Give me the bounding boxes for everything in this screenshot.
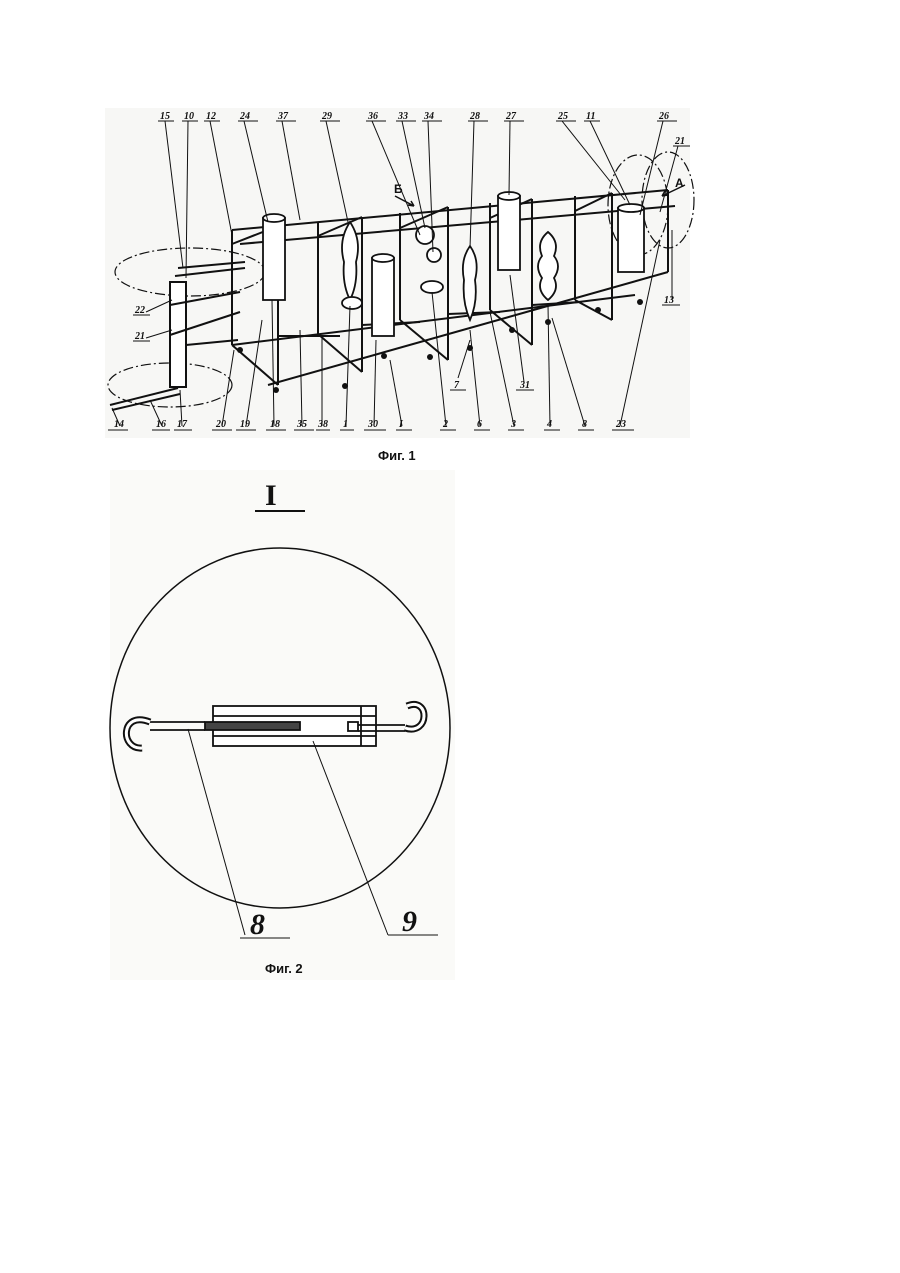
detail-marker: I [265,479,277,512]
callout-label: 20 [215,419,226,430]
figure-1: 15 10 12 24 37 29 36 33 34 28 27 25 11 2… [105,108,694,463]
callout-label: 22 [134,305,145,316]
cylinder-unit-4 [618,208,644,272]
callout-label: 19 [240,419,250,430]
callout-label: 36 [367,111,378,122]
cylinder-unit-1 [263,218,285,300]
callout-label: 11 [586,111,595,122]
callout-label: 10 [184,111,194,122]
callout-label-8: 8 [250,908,265,941]
figure-1-caption: Фиг. 1 [378,448,416,463]
callout-label: 28 [469,111,480,122]
callout-label-9: 9 [402,905,417,938]
cylinder-unit-2 [372,258,394,336]
callout-label: 33 [397,111,408,122]
callout-label: 25 [557,111,568,122]
callout-label: 6 [477,419,482,430]
hanging-bag-3 [538,232,558,300]
callout-label: 4 [546,419,552,430]
view-marker-b: Б [394,182,403,196]
figure-2: I 8 9 Фиг. 2 [110,470,455,980]
callout-label: 17 [177,419,188,430]
callout-label: 37 [277,111,289,122]
callout-label: 27 [505,111,517,122]
callout-label: 16 [156,419,166,430]
threaded-rod [205,722,300,730]
callout-label: 13 [664,295,674,306]
callout-label: 30 [367,419,378,430]
figure-2-caption: Фиг. 2 [265,961,303,976]
callout-label: 26 [658,111,669,122]
callout-label: 12 [206,111,216,122]
rod-right-end [348,722,358,731]
view-marker-a: А [675,176,684,190]
callout-label: 24 [239,111,250,122]
callout-label: 1 [343,419,348,430]
callout-label: 18 [270,419,280,430]
callout-label: 15 [160,111,170,122]
callout-label: 29 [321,111,332,122]
callout-label: 23 [615,419,626,430]
callout-label: 35 [296,419,307,430]
callout-label: 21 [134,331,145,342]
callout-label: 2 [442,419,448,430]
callout-label: 14 [114,419,124,430]
callout-label: 31 [519,380,530,391]
callout-label: 3 [510,419,516,430]
cylinder-unit-3 [498,196,520,270]
callout-label: 38 [317,419,328,430]
callout-label: 34 [423,111,434,122]
callout-label: 21 [674,136,685,147]
callout-label: 8 [582,419,587,430]
